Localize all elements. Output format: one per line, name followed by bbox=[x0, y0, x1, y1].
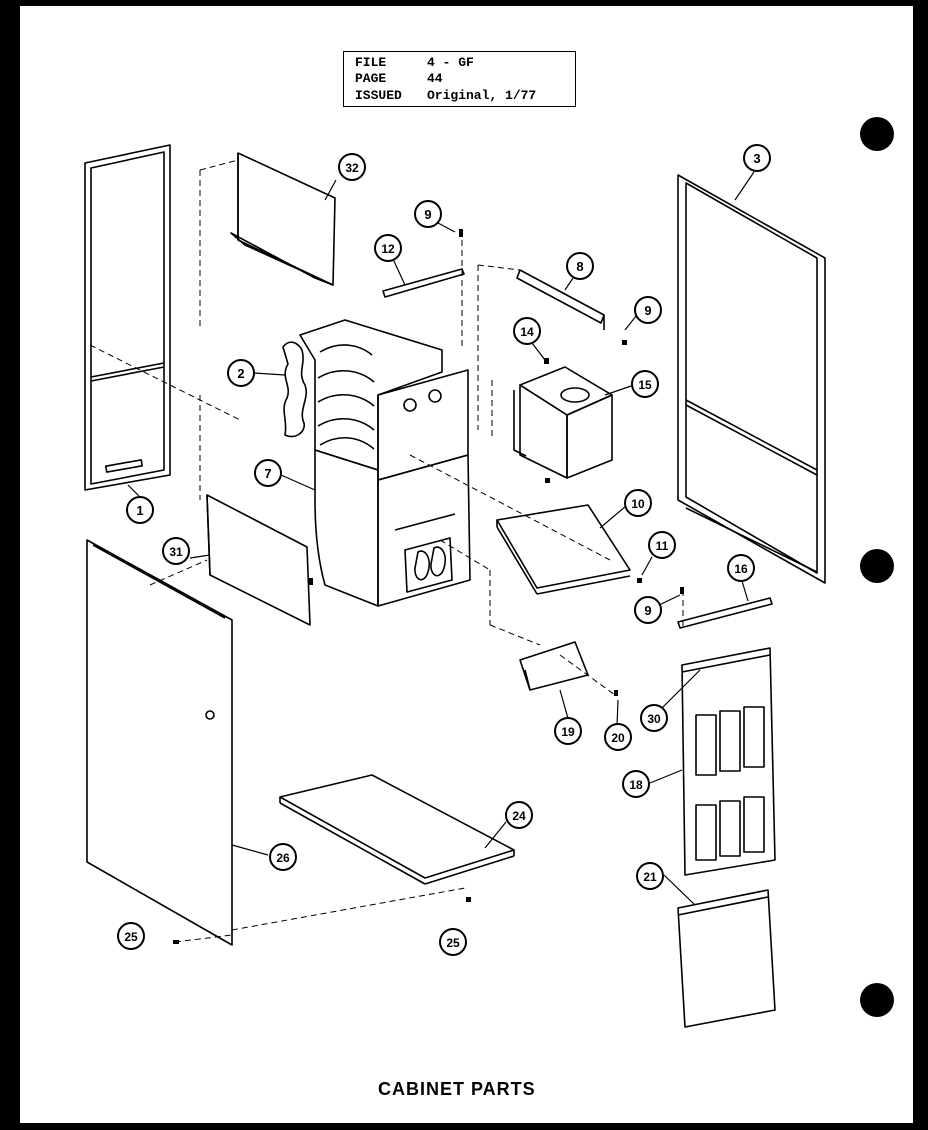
callout-32: 32 bbox=[338, 153, 366, 181]
screws bbox=[173, 229, 684, 944]
binder-hole-bottom bbox=[860, 983, 894, 1017]
callout-26-label: 26 bbox=[276, 851, 290, 865]
part-32-top-shield bbox=[230, 152, 336, 286]
callout-25a: 25 bbox=[117, 922, 145, 950]
callout-25b-label: 25 bbox=[446, 936, 460, 950]
callout-18: 18 bbox=[622, 770, 650, 798]
issued-row: ISSUED Original, 1/77 bbox=[355, 88, 536, 104]
callout-2: 2 bbox=[227, 359, 255, 387]
callout-21-label: 21 bbox=[643, 870, 657, 884]
callout-1-label: 1 bbox=[136, 503, 143, 518]
part-3-right-side-panel bbox=[677, 174, 826, 584]
part-31-access-panel bbox=[206, 494, 311, 626]
page-row: PAGE 44 bbox=[355, 71, 443, 87]
part-1-left-side-panel bbox=[84, 144, 171, 491]
callout-32-label: 32 bbox=[345, 161, 359, 175]
callout-31: 31 bbox=[162, 537, 190, 565]
callout-8-label: 8 bbox=[576, 259, 583, 274]
binder-hole-middle bbox=[860, 549, 894, 583]
part-12-bracket bbox=[382, 268, 465, 298]
part-10-filter-shelf bbox=[496, 504, 631, 595]
callout-20-label: 20 bbox=[611, 731, 625, 745]
part-19-bracket bbox=[519, 641, 589, 691]
callout-21: 21 bbox=[636, 862, 664, 890]
callout-31-label: 31 bbox=[169, 545, 183, 559]
callout-15-label: 15 bbox=[638, 378, 652, 392]
callout-16: 16 bbox=[727, 554, 755, 582]
part-7-furnace-chassis bbox=[314, 369, 471, 607]
file-row: FILE 4 - GF bbox=[355, 55, 474, 71]
callout-9a-label: 9 bbox=[424, 207, 431, 222]
file-label: FILE bbox=[355, 55, 387, 70]
callout-2-label: 2 bbox=[237, 366, 244, 381]
callout-18-label: 18 bbox=[629, 778, 643, 792]
part-18-louvered-panel bbox=[681, 647, 776, 876]
callout-9b: 9 bbox=[634, 296, 662, 324]
callout-12: 12 bbox=[374, 234, 402, 262]
callout-30: 30 bbox=[640, 704, 668, 732]
part-15-blower-housing bbox=[513, 366, 613, 479]
callout-7-label: 7 bbox=[264, 466, 271, 481]
callout-11-label: 11 bbox=[656, 539, 669, 553]
callout-25a-label: 25 bbox=[124, 930, 138, 944]
page-label: PAGE bbox=[355, 71, 387, 86]
callout-26: 26 bbox=[269, 843, 297, 871]
callout-1: 1 bbox=[126, 496, 154, 524]
callout-9a: 9 bbox=[414, 200, 442, 228]
callout-14: 14 bbox=[513, 317, 541, 345]
callout-24-label: 24 bbox=[512, 809, 526, 823]
callout-19: 19 bbox=[554, 717, 582, 745]
callout-3: 3 bbox=[743, 144, 771, 172]
part-21-bottom-panel bbox=[677, 889, 776, 1028]
callout-9b-label: 9 bbox=[644, 303, 651, 318]
callout-30-label: 30 bbox=[647, 712, 661, 726]
part-8-rail bbox=[516, 269, 605, 330]
leader-lines bbox=[127, 171, 755, 906]
callout-11: 11 bbox=[648, 531, 676, 559]
callout-25b: 25 bbox=[439, 928, 467, 956]
callout-7: 7 bbox=[254, 459, 282, 487]
part-26-front-door bbox=[86, 539, 233, 946]
callout-8: 8 bbox=[566, 252, 594, 280]
assembly-lines bbox=[89, 159, 684, 943]
callout-24: 24 bbox=[505, 801, 533, 829]
part-24-base-pan bbox=[279, 774, 515, 885]
binder-hole-top bbox=[860, 117, 894, 151]
callout-16-label: 16 bbox=[734, 562, 748, 576]
callout-9c: 9 bbox=[634, 596, 662, 624]
callout-19-label: 19 bbox=[561, 725, 575, 739]
callout-10: 10 bbox=[624, 489, 652, 517]
callout-20: 20 bbox=[604, 723, 632, 751]
callouts: 1 2 3 7 8 9 9 9 10 11 12 14 15 16 18 19 … bbox=[117, 144, 771, 956]
callout-14-label: 14 bbox=[520, 325, 534, 339]
callout-12-label: 12 bbox=[381, 242, 395, 256]
issued-label: ISSUED bbox=[355, 88, 402, 103]
callout-10-label: 10 bbox=[631, 497, 645, 511]
callout-15: 15 bbox=[631, 370, 659, 398]
callout-3-label: 3 bbox=[753, 151, 760, 166]
page-value: 44 bbox=[427, 71, 443, 86]
part-2-heat-exchanger bbox=[282, 319, 443, 471]
file-value: 4 - GF bbox=[427, 55, 474, 70]
part-16-rail bbox=[677, 597, 773, 629]
callout-9c-label: 9 bbox=[644, 603, 651, 618]
issued-value: Original, 1/77 bbox=[427, 88, 537, 103]
drawing-sheet bbox=[20, 6, 913, 1123]
diagram-title: CABINET PARTS bbox=[378, 1079, 536, 1099]
file-info-box: FILE 4 - GF PAGE 44 ISSUED Original, 1/77 bbox=[343, 51, 576, 107]
